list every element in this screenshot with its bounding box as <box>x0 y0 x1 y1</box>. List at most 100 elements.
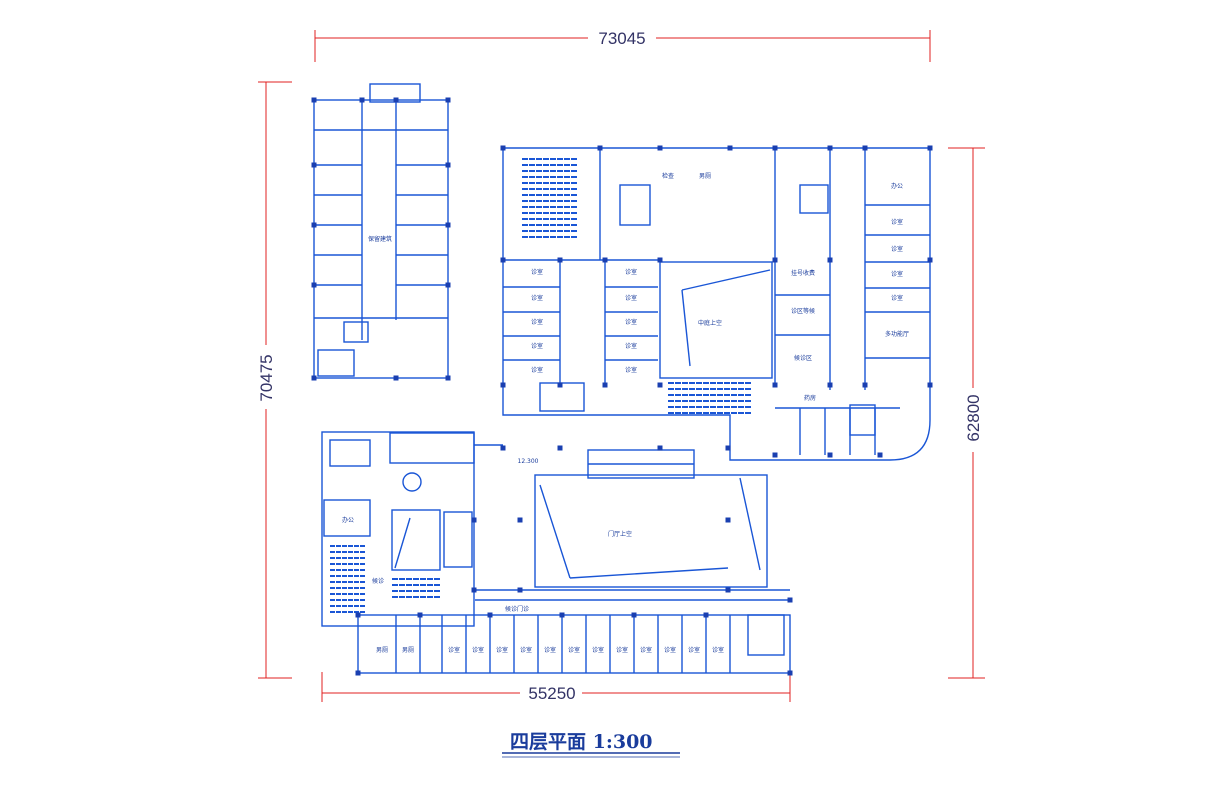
column <box>772 145 778 151</box>
seat <box>689 382 695 384</box>
seat <box>564 212 570 214</box>
seat <box>557 200 563 202</box>
seat <box>336 563 341 565</box>
seat <box>543 224 549 226</box>
room-label-exam: 诊室 <box>891 270 903 278</box>
seat <box>550 188 556 190</box>
seat <box>703 400 709 402</box>
seat <box>354 575 359 577</box>
hall-diagonal <box>569 567 729 579</box>
column <box>557 382 563 388</box>
room-label-exam: 诊室 <box>625 318 637 326</box>
room-label-exam: 诊室 <box>891 245 903 253</box>
seat <box>348 545 353 547</box>
seat <box>557 158 563 160</box>
seat <box>689 394 695 396</box>
lower-left-room-2 <box>443 511 473 568</box>
seat <box>675 394 681 396</box>
column <box>597 145 603 151</box>
seat <box>543 176 549 178</box>
seat <box>571 182 577 184</box>
seat <box>342 569 347 571</box>
seat <box>564 170 570 172</box>
column <box>487 612 493 618</box>
room-label-clinic: 候诊区 <box>794 354 812 362</box>
seat <box>689 406 695 408</box>
seat <box>550 206 556 208</box>
seat <box>392 584 398 586</box>
seat <box>522 236 528 238</box>
seat <box>745 382 751 384</box>
column <box>725 445 731 451</box>
room-label-exam: 诊室 <box>531 318 543 326</box>
seat <box>543 164 549 166</box>
seat <box>406 590 412 592</box>
seat <box>354 557 359 559</box>
seat <box>342 551 347 553</box>
seat <box>348 575 353 577</box>
main-block-outline <box>502 147 931 461</box>
seat <box>420 578 426 580</box>
seat <box>336 605 341 607</box>
seat <box>434 590 440 592</box>
room-label-retained: 保留建筑 <box>368 235 392 243</box>
seat <box>342 575 347 577</box>
seat <box>682 400 688 402</box>
seat <box>427 596 433 598</box>
hall-void <box>534 474 768 588</box>
seat <box>543 170 549 172</box>
room-label-exam: 诊室 <box>625 342 637 350</box>
seat <box>399 596 405 598</box>
seat <box>522 206 528 208</box>
seat <box>354 569 359 571</box>
seat <box>738 388 744 390</box>
seat <box>406 578 412 580</box>
column <box>417 612 423 618</box>
seat <box>689 388 695 390</box>
seat <box>336 575 341 577</box>
seat <box>392 596 398 598</box>
seat <box>330 563 335 565</box>
seat <box>348 599 353 601</box>
column <box>602 382 608 388</box>
main-stair-north <box>619 184 651 226</box>
room-label-exam: 诊室 <box>891 218 903 226</box>
seat <box>696 388 702 390</box>
column <box>657 382 663 388</box>
seat <box>330 593 335 595</box>
seat <box>392 578 398 580</box>
seat <box>336 545 341 547</box>
seat <box>564 206 570 208</box>
room-label-office: 办公 <box>891 182 903 190</box>
seat <box>348 557 353 559</box>
room-label-south: 诊室 <box>472 646 484 654</box>
seat <box>668 388 674 390</box>
seat <box>427 578 433 580</box>
column <box>725 587 731 593</box>
seat <box>745 388 751 390</box>
room-label-clinic: 诊区等候 <box>791 307 815 315</box>
seat <box>717 400 723 402</box>
column <box>445 97 451 103</box>
seat <box>724 388 730 390</box>
seat <box>703 406 709 408</box>
seat <box>710 406 716 408</box>
seat <box>529 206 535 208</box>
column <box>393 375 399 381</box>
south-wing-outline <box>357 614 791 674</box>
seat <box>724 394 730 396</box>
seat <box>571 224 577 226</box>
seat <box>399 584 405 586</box>
seat <box>717 388 723 390</box>
seat <box>354 563 359 565</box>
seat <box>536 212 542 214</box>
seat <box>675 412 681 414</box>
seat <box>536 218 542 220</box>
seat <box>557 218 563 220</box>
column <box>311 162 317 168</box>
lower-left-void-diag <box>394 517 411 569</box>
room-label-exam: 诊室 <box>625 294 637 302</box>
atrium-diagonal <box>681 289 691 367</box>
dim-top-mask <box>588 28 656 48</box>
seat <box>738 406 744 408</box>
